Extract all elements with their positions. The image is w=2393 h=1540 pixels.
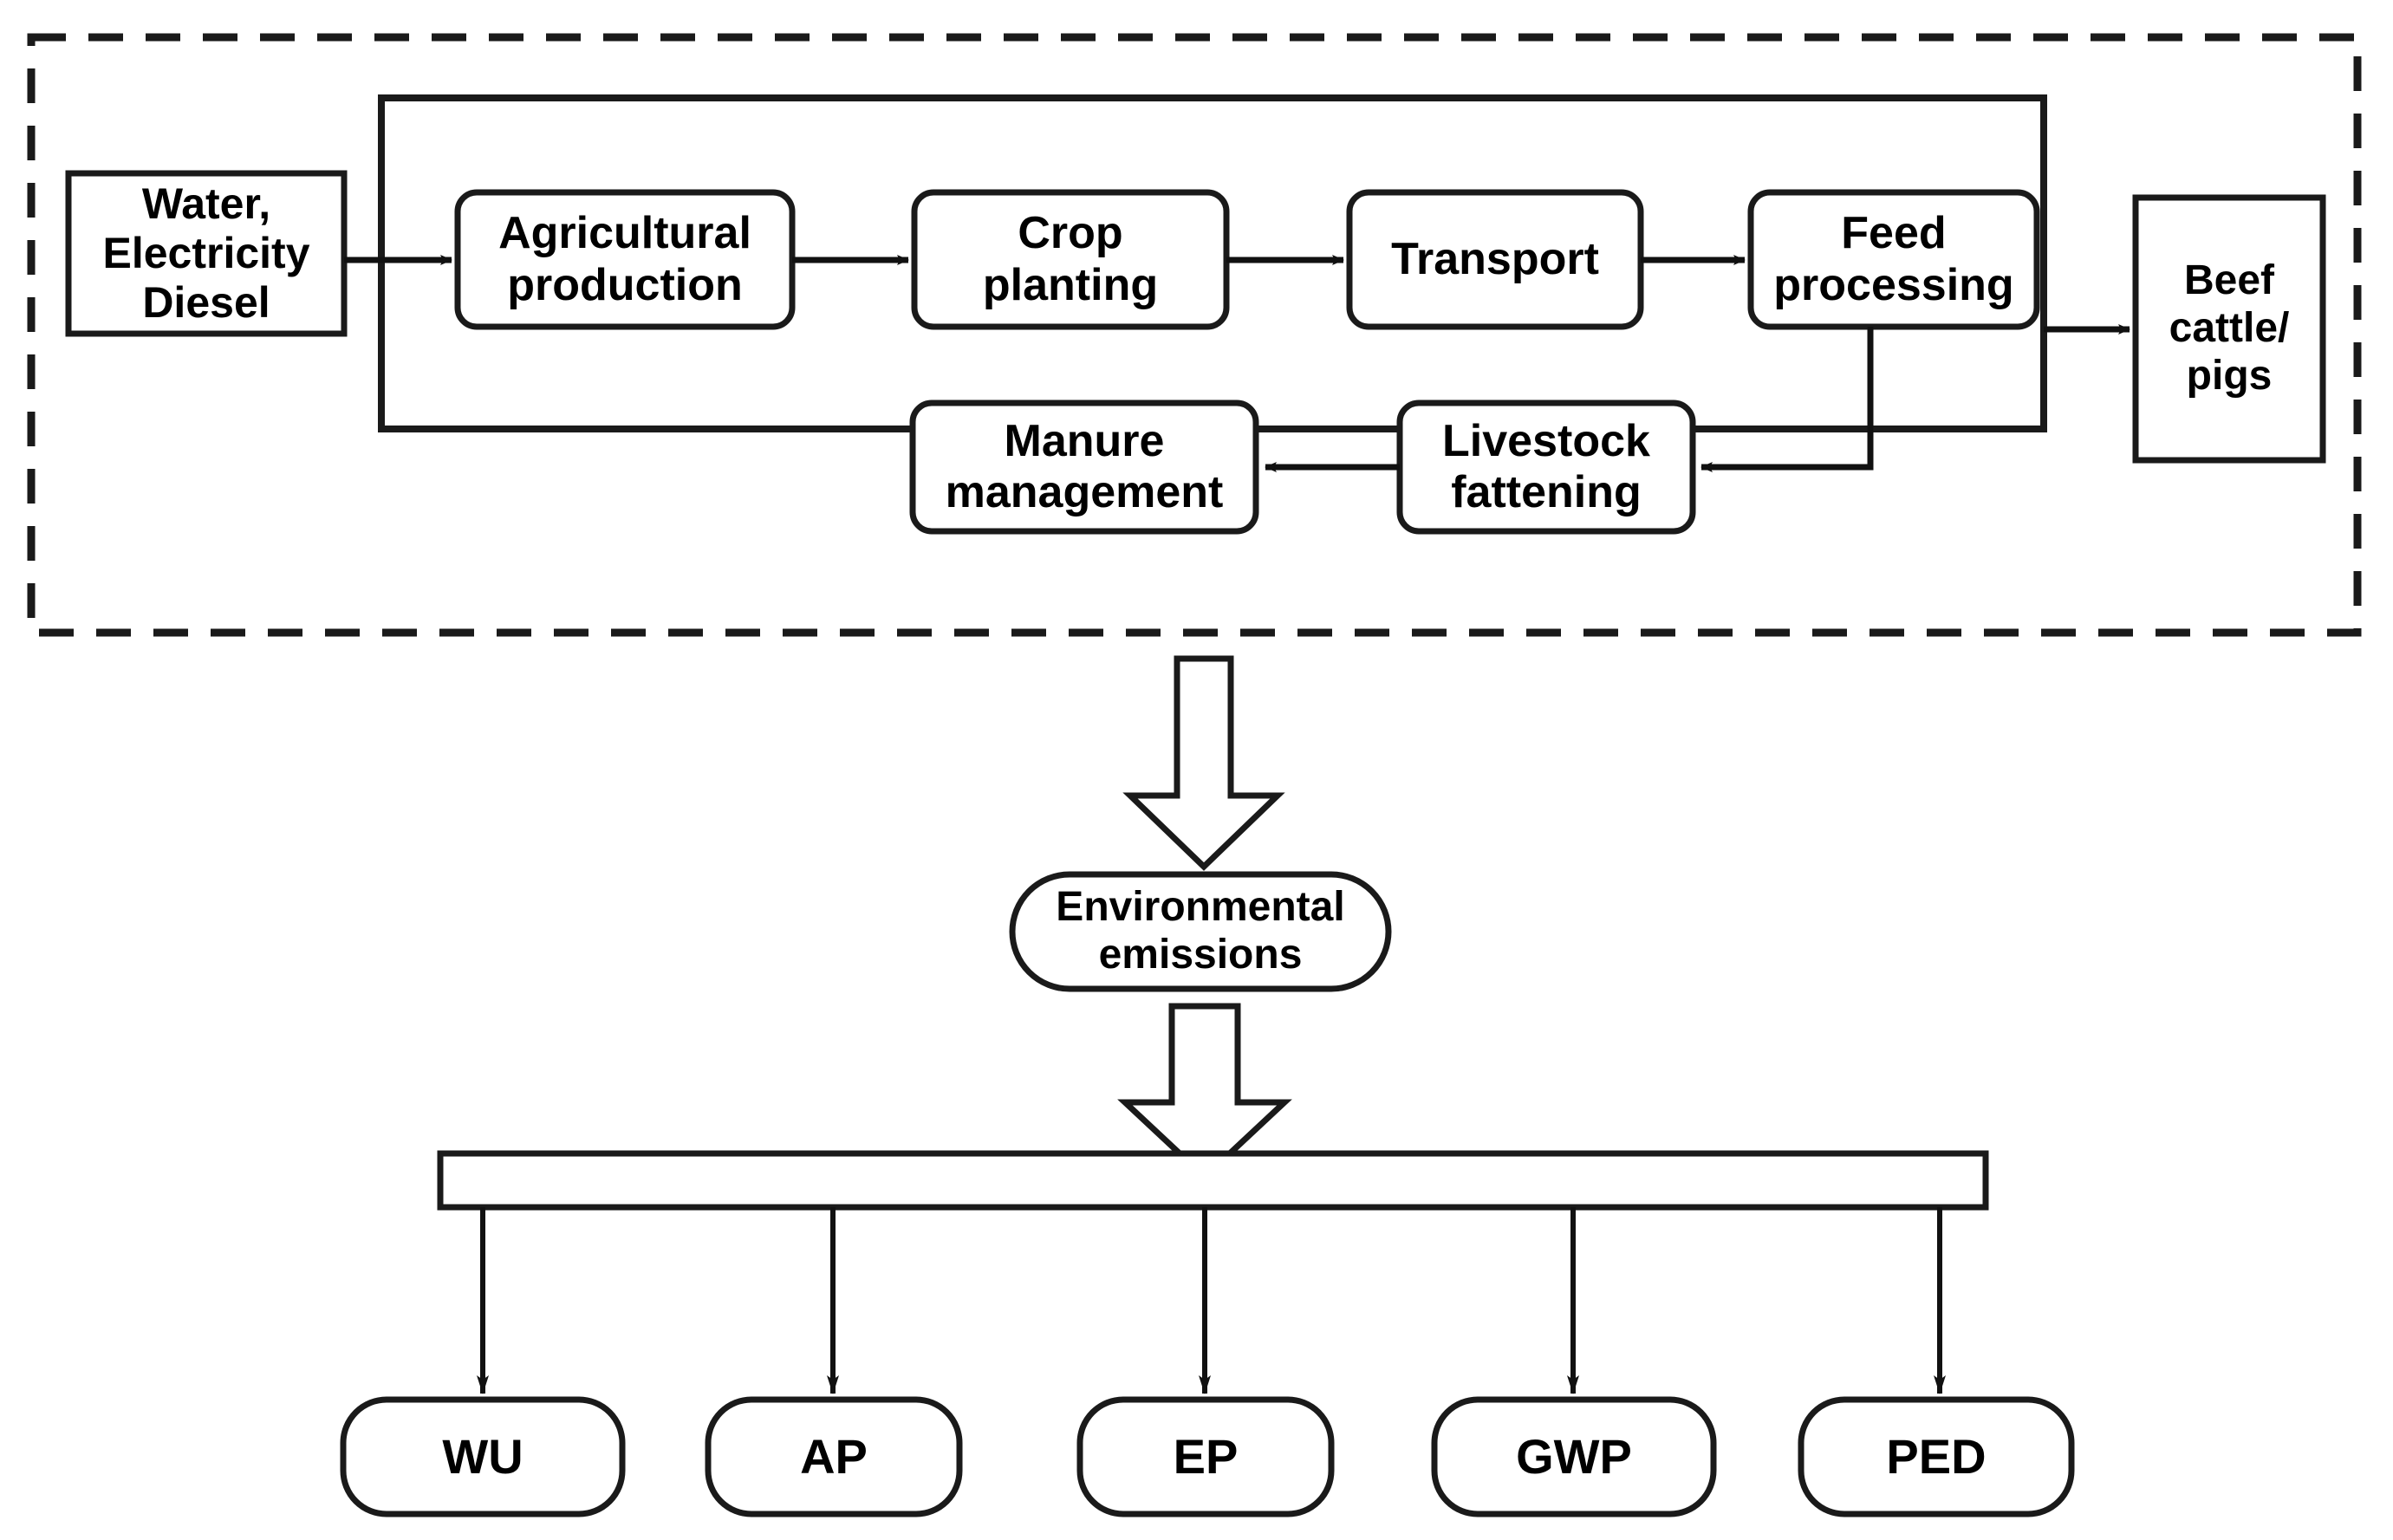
feed-processing-box bbox=[1747, 189, 2040, 330]
transport-box bbox=[1346, 189, 1644, 330]
livestock-fattening-box bbox=[1396, 400, 1696, 535]
block-arrow-to-distribution-bar bbox=[1117, 1003, 1292, 1181]
crop-planting-box bbox=[911, 189, 1230, 330]
inputs-box bbox=[65, 170, 348, 337]
impact-box-wu bbox=[340, 1396, 626, 1517]
impact-box-ap bbox=[705, 1396, 963, 1517]
system-boundary bbox=[27, 33, 2362, 637]
impact-box-ep bbox=[1076, 1396, 1335, 1517]
beef-cattle-pigs-box bbox=[2132, 194, 2326, 464]
block-arrow-to-emissions bbox=[1122, 655, 1285, 871]
impact-distribution-bar bbox=[437, 1150, 1989, 1211]
manure-management-box bbox=[909, 400, 1259, 535]
agricultural-production-box bbox=[454, 189, 796, 330]
impact-box-ped bbox=[1798, 1396, 2075, 1517]
environmental-emissions-box bbox=[1009, 871, 1392, 992]
impact-box-gwp bbox=[1431, 1396, 1717, 1517]
arrow-feed-processing-to-livestock-fattening bbox=[1700, 327, 1874, 472]
